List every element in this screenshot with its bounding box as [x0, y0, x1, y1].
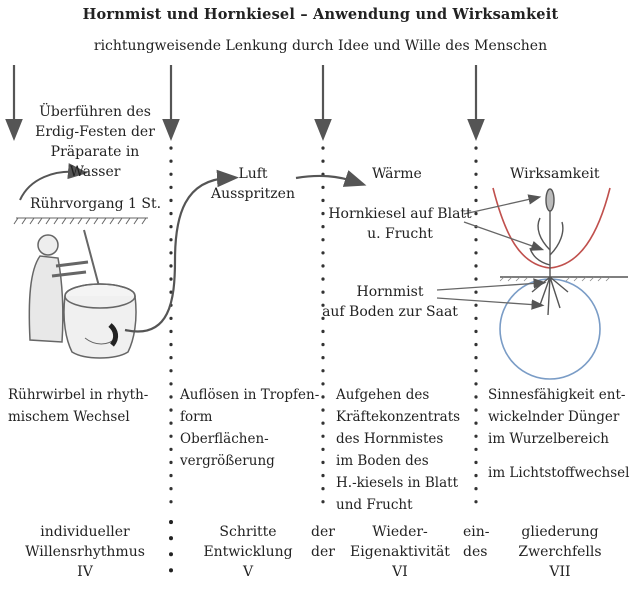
- stirring-person-illustration: [28, 229, 137, 359]
- stir-label: Rührvorgang 1 St.: [30, 196, 162, 212]
- bottom-col3-roman: VI: [392, 564, 408, 580]
- step1-line-3: Präparate in: [50, 144, 140, 160]
- step2-line-1: Luft: [238, 166, 268, 182]
- desc-col3-line-2: Kräftekonzentrats: [336, 409, 461, 425]
- desc-col1-line-2: mischem Wechsel: [8, 409, 130, 425]
- stir-curve-arrow: [19, 163, 88, 201]
- desc-col3-line-6: und Frucht: [336, 497, 413, 513]
- desc-col4-line-4: im Lichtstoffwechsel: [488, 465, 630, 481]
- subtitle: richtungweisende Lenkung durch Idee und …: [93, 38, 548, 54]
- desc-col2-line-2: form: [180, 409, 213, 425]
- connector-to-waerme: [295, 170, 367, 187]
- desc-col2-line-3: Oberflächen-: [180, 431, 269, 447]
- bottom-col4-roman: VII: [549, 564, 571, 580]
- bottom-col2-line-2: Entwicklung: [203, 544, 293, 560]
- bottom-join2-line-1: ein-: [463, 524, 490, 540]
- desc-col4-line-3: im Wurzelbereich: [488, 431, 609, 447]
- desc-col4-line-2: wickelnder Dünger: [488, 409, 620, 425]
- step3-label: Wärme: [372, 166, 422, 182]
- desc-col3-line-3: des Hornmistes: [336, 431, 444, 447]
- bottom-col1-roman: IV: [77, 564, 93, 580]
- desc-col1-line-1: Rührwirbel in rhyth-: [8, 387, 149, 403]
- hornmist-line-1: Hornmist: [356, 284, 424, 300]
- bottom-col2-line-1: Schritte: [219, 524, 277, 540]
- hornkiesel-line-1: Hornkiesel auf Blatt: [328, 206, 472, 222]
- step1-line-1: Überführen des: [39, 104, 151, 120]
- bottom-col4-line-2: Zwerchfells: [518, 544, 602, 560]
- down-arrows: [5, 65, 485, 141]
- bottom-col1-line-1: individueller: [40, 524, 130, 540]
- bottom-join1-line-1: der: [311, 524, 335, 540]
- hornmist-line-2: auf Boden zur Saat: [322, 304, 458, 320]
- bottom-col3-line-2: Eigenaktivität: [350, 544, 450, 560]
- bottom-col3-line-1: Wieder-: [372, 524, 428, 540]
- bottom-col2-roman: V: [242, 564, 254, 580]
- hatch-ground: [13, 217, 148, 225]
- plant-illustration: [529, 188, 569, 316]
- bottom-col4-line-1: gliederung: [521, 524, 599, 540]
- page-title: Hornmist und Hornkiesel – Anwendung und …: [82, 6, 559, 23]
- blue-circle: [499, 278, 601, 380]
- label-pointers: [436, 194, 547, 310]
- desc-col3-line-5: H.-kiesels in Blatt: [336, 475, 459, 491]
- desc-col2-line-4: vergrößerung: [180, 453, 275, 469]
- step4-label: Wirksamkeit: [510, 166, 600, 182]
- step1-line-2: Erdig-Festen der: [35, 124, 155, 140]
- desc-col4-line-1: Sinnesfähigkeit ent-: [488, 387, 626, 403]
- bottom-join1-line-2: der: [311, 544, 335, 560]
- desc-col3-line-1: Aufgehen des: [336, 387, 430, 403]
- step2-line-2: Ausspritzen: [211, 186, 295, 202]
- connector-to-luft: [124, 169, 239, 333]
- bottom-col1-line-2: Willensrhythmus: [25, 544, 145, 560]
- step1-line-4: Wasser: [69, 164, 121, 180]
- hornkiesel-line-2: u. Frucht: [367, 226, 433, 242]
- desc-col3-line-4: im Boden des: [336, 453, 429, 469]
- bottom-join2-line-2: des: [463, 544, 488, 560]
- desc-col2-line-1: Auflösen in Tropfen-: [180, 387, 320, 403]
